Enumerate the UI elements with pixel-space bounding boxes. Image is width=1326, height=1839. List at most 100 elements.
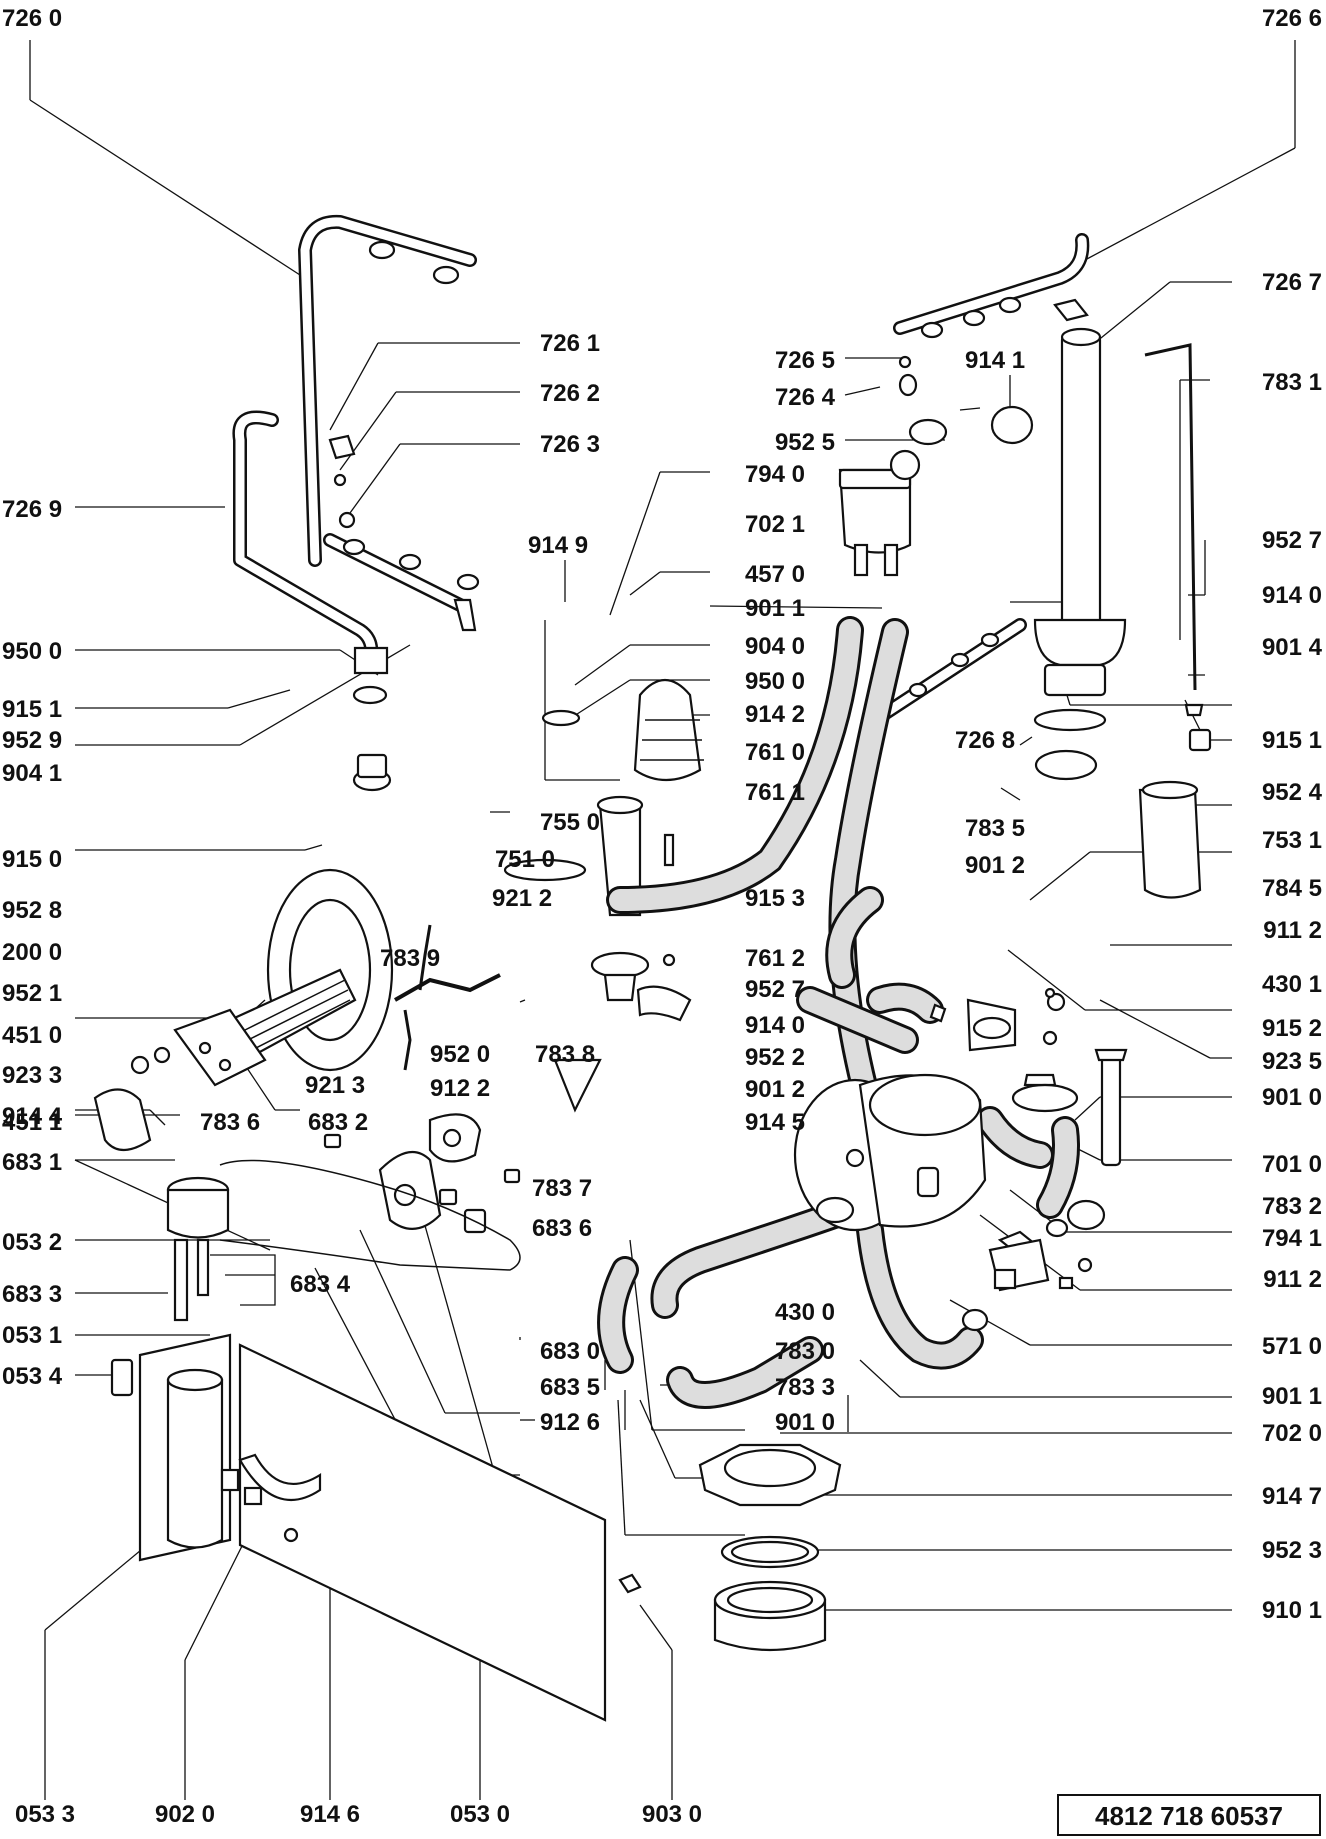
- label-904-0: 904 0: [745, 633, 805, 660]
- upper-right-spray-manifold: [893, 233, 1127, 781]
- part-labels: 726 0 726 6 726 7 726 1 726 2 726 3 726 …: [2, 5, 1323, 1828]
- label-914-4: 914 4: [2, 1103, 63, 1130]
- label-952-1: 952 1: [2, 980, 62, 1007]
- label-915-1-right: 915 1: [1262, 727, 1322, 754]
- label-921-3: 921 3: [305, 1072, 365, 1099]
- label-794-0: 794 0: [745, 461, 805, 488]
- right-tube-783-1: [1138, 343, 1212, 899]
- label-952-7-center: 952 7: [745, 976, 805, 1003]
- label-901-0-right: 901 0: [1262, 1084, 1322, 1111]
- label-794-1: 794 1: [1262, 1225, 1322, 1252]
- label-761-2: 761 2: [745, 945, 805, 972]
- filter-and-sump: [503, 679, 704, 1022]
- label-915-0: 915 0: [2, 846, 62, 873]
- door-panel-053: [110, 1333, 642, 1722]
- label-911-2-upper: 911 2: [1263, 917, 1322, 944]
- label-683-5: 683 5: [540, 1374, 600, 1401]
- label-755-0: 755 0: [540, 809, 600, 836]
- label-701-0: 701 0: [1262, 1151, 1322, 1178]
- label-783-3: 783 3: [775, 1374, 835, 1401]
- pump-430-0: [793, 1073, 987, 1232]
- label-761-0: 761 0: [745, 739, 805, 766]
- label-783-9: 783 9: [380, 945, 440, 972]
- label-571-0: 571 0: [1262, 1333, 1322, 1360]
- label-053-0: 053 0: [450, 1801, 510, 1828]
- label-952-5: 952 5: [775, 429, 835, 456]
- label-914-1: 914 1: [965, 347, 1025, 374]
- label-726-7: 726 7: [1262, 269, 1322, 296]
- label-901-1-lower: 901 1: [1262, 1383, 1322, 1410]
- label-914-2: 914 2: [745, 701, 805, 728]
- label-783-6: 783 6: [200, 1109, 260, 1136]
- label-952-8: 952 8: [2, 897, 62, 924]
- label-053-1: 053 1: [2, 1322, 62, 1349]
- label-053-2: 053 2: [2, 1229, 62, 1256]
- label-430-1: 430 1: [1262, 971, 1322, 998]
- document-number: 4812 718 60537: [1095, 1801, 1283, 1831]
- label-901-1-upper: 901 1: [745, 595, 805, 622]
- label-751-0: 751 0: [495, 846, 555, 873]
- label-904-1: 904 1: [2, 760, 62, 787]
- label-200-0: 200 0: [2, 939, 62, 966]
- pump-fittings-right: [929, 987, 1128, 1332]
- label-726-6: 726 6: [1262, 5, 1322, 32]
- label-683-0: 683 0: [540, 1338, 600, 1365]
- label-914-9: 914 9: [528, 532, 588, 559]
- label-915-1-left: 915 1: [2, 696, 62, 723]
- label-783-2: 783 2: [1262, 1193, 1322, 1220]
- label-783-7: 783 7: [532, 1175, 592, 1202]
- label-457-0: 457 0: [745, 561, 805, 588]
- label-761-1: 761 1: [745, 779, 805, 806]
- conduit-783: [394, 924, 602, 1113]
- label-952-7-upper: 952 7: [1262, 527, 1322, 554]
- label-726-3: 726 3: [540, 431, 600, 458]
- label-914-0-upper: 914 0: [1262, 582, 1322, 609]
- label-683-1: 683 1: [2, 1149, 62, 1176]
- label-914-5: 914 5: [745, 1109, 805, 1136]
- label-911-2-lower: 911 2: [1263, 1266, 1322, 1293]
- bracket-683-4: [210, 1254, 276, 1306]
- label-053-3: 053 3: [15, 1801, 75, 1828]
- label-726-9: 726 9: [2, 496, 62, 523]
- label-451-0: 451 0: [2, 1022, 62, 1049]
- label-914-7: 914 7: [1262, 1483, 1322, 1510]
- label-923-3: 923 3: [2, 1062, 62, 1089]
- distribution-pipe-726-8: [868, 618, 1027, 727]
- label-683-2: 683 2: [308, 1109, 368, 1136]
- label-726-0: 726 0: [2, 5, 62, 32]
- label-901-2-upper: 901 2: [965, 852, 1025, 879]
- label-912-6: 912 6: [540, 1409, 600, 1436]
- label-914-0-center: 914 0: [745, 1012, 805, 1039]
- document-number-box: 4812 718 60537: [1057, 1794, 1321, 1836]
- label-912-2: 912 2: [430, 1075, 490, 1102]
- dispenser-702-1: [838, 355, 1034, 577]
- heater-and-tank-200-0: [93, 753, 394, 1152]
- label-451-1: 451 1: [2, 1109, 62, 1136]
- label-683-6: 683 6: [532, 1215, 592, 1242]
- rinse-aid-dispenser-683: [166, 1113, 521, 1322]
- label-914-6: 914 6: [300, 1801, 360, 1828]
- label-903-0: 903 0: [642, 1801, 702, 1828]
- label-952-9: 952 9: [2, 727, 62, 754]
- label-915-2: 915 2: [1262, 1015, 1322, 1042]
- label-950-0-center: 950 0: [745, 668, 805, 695]
- label-910-1: 910 1: [1262, 1597, 1322, 1624]
- label-952-3: 952 3: [1262, 1537, 1322, 1564]
- leader-lines: [29, 40, 1296, 1800]
- label-053-4: 053 4: [2, 1363, 63, 1390]
- label-726-5: 726 5: [775, 347, 835, 374]
- label-726-4: 726 4: [775, 384, 836, 411]
- label-784-5: 784 5: [1262, 875, 1322, 902]
- label-726-2: 726 2: [540, 380, 600, 407]
- label-901-0-lower: 901 0: [775, 1409, 835, 1436]
- label-726-1: 726 1: [540, 330, 600, 357]
- label-783-1: 783 1: [1262, 369, 1322, 396]
- label-901-4: 901 4: [1262, 634, 1323, 661]
- label-902-0: 902 0: [155, 1801, 215, 1828]
- label-950-0-left: 950 0: [2, 638, 62, 665]
- upper-left-spray-manifold: [298, 214, 480, 632]
- label-915-3: 915 3: [745, 885, 805, 912]
- label-683-4: 683 4: [290, 1271, 351, 1298]
- label-952-2: 952 2: [745, 1044, 805, 1071]
